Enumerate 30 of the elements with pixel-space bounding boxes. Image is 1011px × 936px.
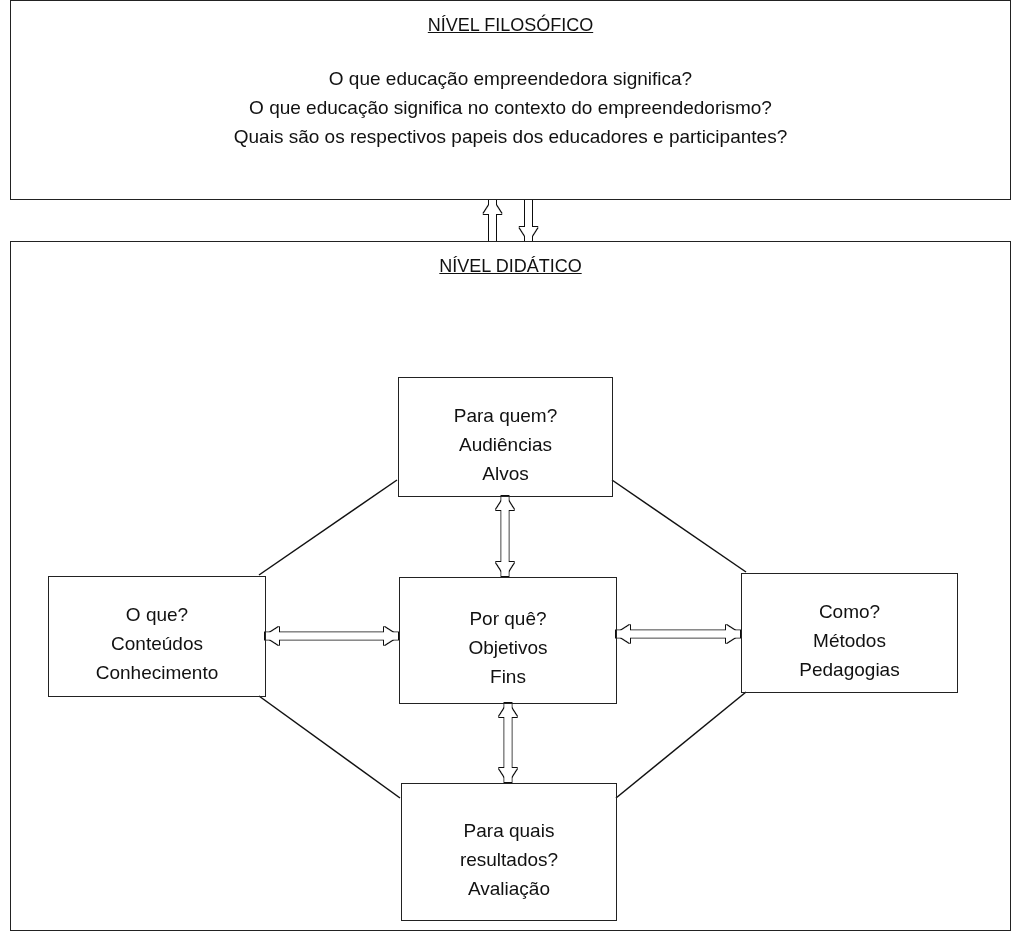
topic-box — [401, 783, 617, 921]
question-text: O que educação significa no contexto do empreendedorismo? — [249, 96, 772, 120]
question-text: Quais são os respectivos papeis dos educadores e participantes? — [233, 125, 788, 149]
topic-box — [398, 377, 613, 497]
topic-text: Objetivos — [468, 636, 548, 660]
topic-text: Métodos — [813, 628, 886, 653]
topic-box — [48, 576, 266, 697]
topic-text: O que? — [125, 603, 189, 627]
panel-heading: NÍVEL DIDÁTICO — [439, 256, 582, 277]
topic-text: Para quem? — [453, 403, 558, 428]
topic-text: Audiências — [459, 432, 552, 457]
topic-text: Alvos — [482, 461, 529, 486]
topic-text: Por quê? — [469, 607, 547, 631]
topic-text: Conteúdos — [111, 632, 203, 656]
connector-line — [615, 691, 747, 799]
topic-text: Pedagogias — [799, 657, 900, 682]
connector-line — [611, 479, 747, 573]
level-panel — [10, 0, 1011, 200]
topic-box — [741, 573, 958, 693]
level-panel — [10, 241, 1011, 931]
topic-text: Avaliação — [467, 876, 550, 901]
topic-box — [399, 577, 617, 704]
topic-text: Para quais resultados? — [458, 818, 560, 872]
question-text: O que educação empreendedora significa? — [328, 67, 693, 91]
connector-line — [258, 695, 401, 799]
panel-heading: NÍVEL FILOSÓFICO — [427, 15, 594, 36]
topic-text: Fins — [490, 665, 526, 689]
topic-text: Como? — [818, 599, 881, 624]
connector-line — [258, 479, 398, 576]
topic-text: Conhecimento — [95, 661, 219, 685]
